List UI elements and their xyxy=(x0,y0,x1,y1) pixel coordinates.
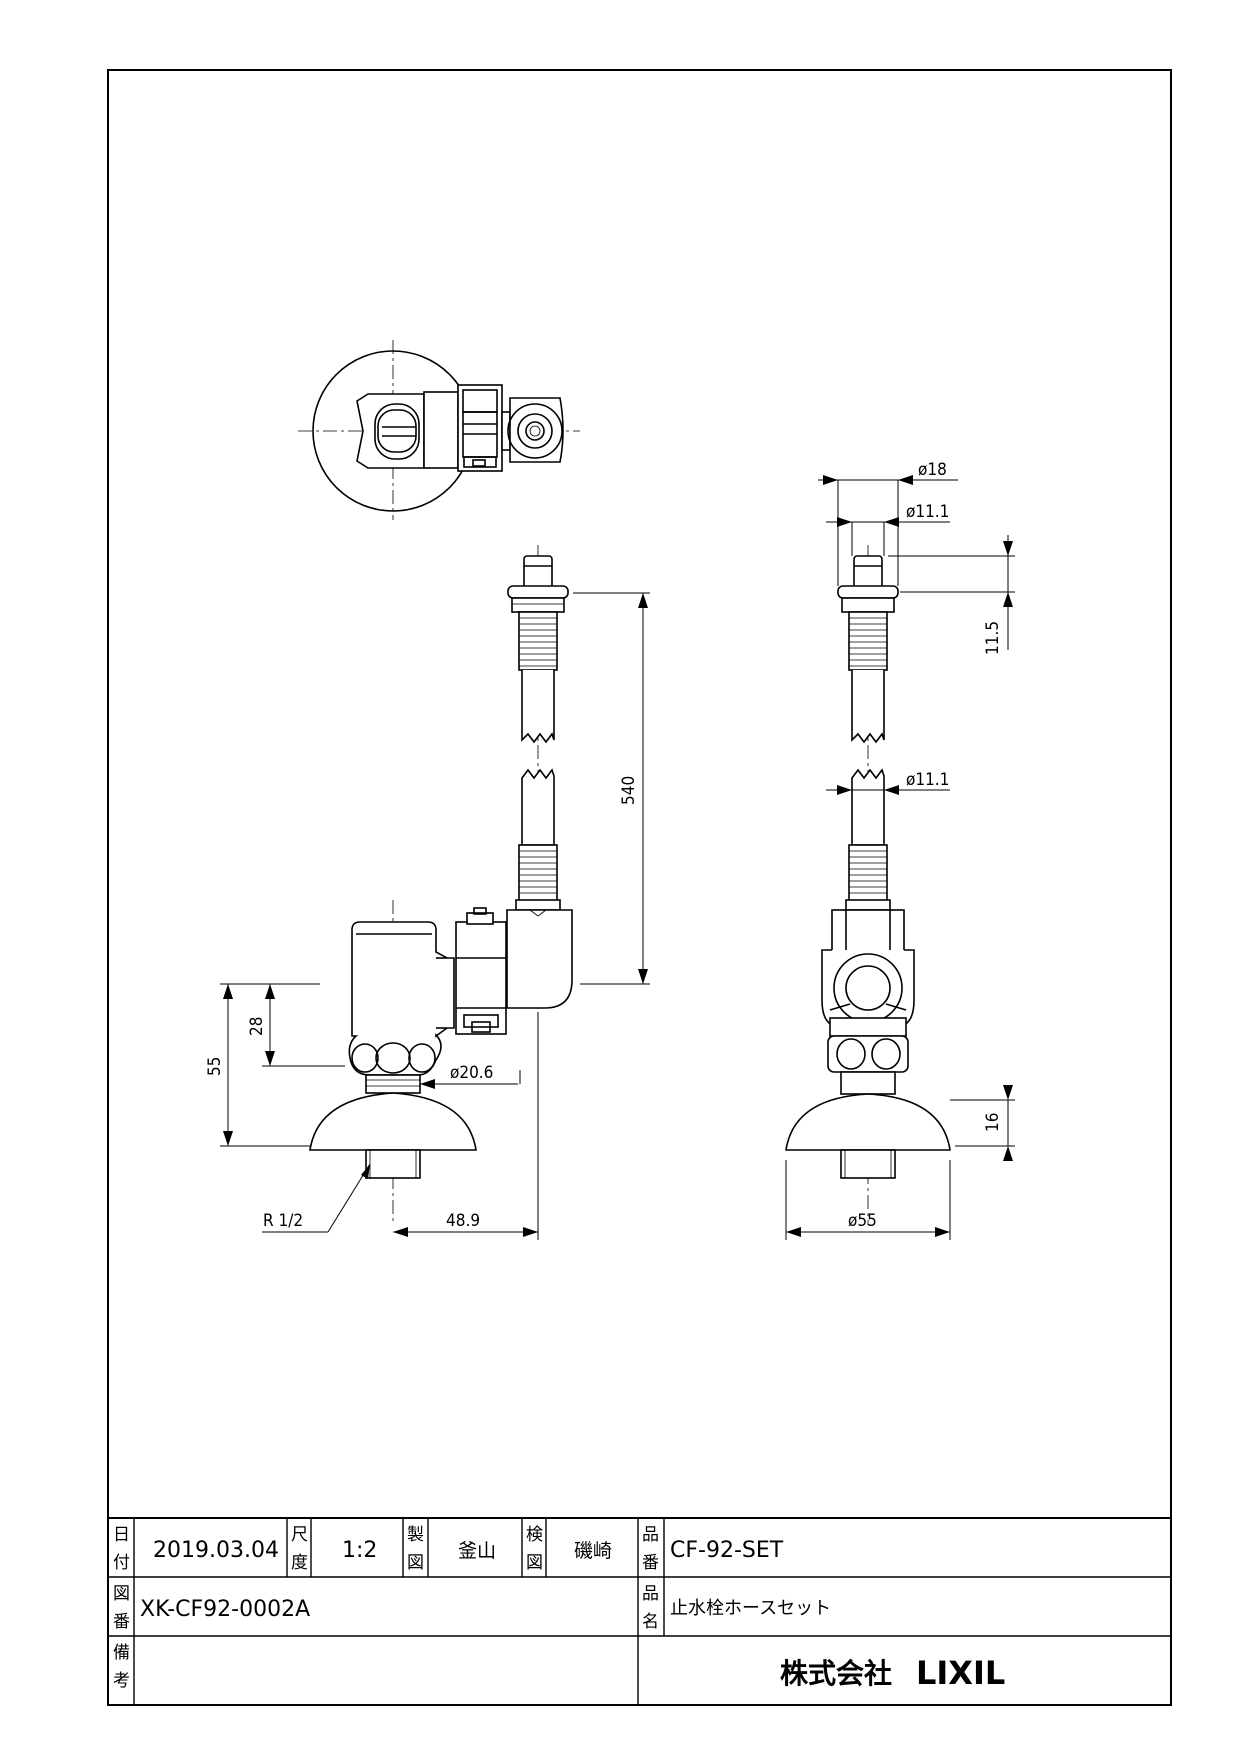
dim-16: 16 xyxy=(983,1113,1003,1132)
dim-55-height: 55 xyxy=(205,1057,225,1076)
title-block-text: 日 付 2019.03.04 尺 度 1:2 製 図 釜山 検 図 磯崎 品 番… xyxy=(113,1525,1005,1692)
label-part-no-1: 品 xyxy=(642,1525,659,1545)
side-view xyxy=(785,545,951,1225)
dim-diameter-20-6: ø20.6 xyxy=(450,1063,493,1083)
company-logo-lixil: LIXIL xyxy=(916,1654,1005,1692)
label-remarks-2: 考 xyxy=(113,1671,130,1691)
label-drawn-1: 製 xyxy=(407,1525,424,1545)
checked-by-value: 磯崎 xyxy=(574,1540,612,1562)
label-drawing-no-1: 図 xyxy=(113,1584,130,1604)
label-part-no-2: 番 xyxy=(642,1553,659,1573)
front-view xyxy=(309,545,573,1225)
label-date-1: 日 xyxy=(113,1525,130,1545)
top-view xyxy=(298,340,580,520)
label-scale-1: 尺 xyxy=(291,1525,308,1545)
label-drawn-2: 図 xyxy=(407,1553,424,1573)
label-product-name-2: 名 xyxy=(642,1612,659,1632)
dim-48-9: 48.9 xyxy=(446,1211,480,1231)
label-remarks-1: 備 xyxy=(113,1643,130,1663)
dim-r-1-2: R 1/2 xyxy=(263,1211,303,1231)
dim-diameter-18: ø18 xyxy=(918,460,947,480)
dim-11-5: 11.5 xyxy=(983,621,1003,655)
dimension-arrows xyxy=(223,475,1013,1237)
label-scale-2: 度 xyxy=(291,1553,308,1573)
label-drawing-no-2: 番 xyxy=(113,1612,130,1632)
dim-diameter-11-1-mid: ø11.1 xyxy=(906,770,949,790)
drawing-frame xyxy=(107,69,1172,1706)
label-checked-2: 図 xyxy=(526,1553,543,1573)
label-product-name-1: 品 xyxy=(642,1584,659,1604)
drawing-no-value: XK-CF92-0002A xyxy=(140,1597,310,1622)
drawn-by-value: 釜山 xyxy=(458,1540,496,1562)
scale-value: 1:2 xyxy=(342,1538,377,1563)
part-no-value: CF-92-SET xyxy=(670,1538,784,1563)
dim-diameter-11-1-top: ø11.1 xyxy=(906,502,949,522)
dim-diameter-55: ø55 xyxy=(848,1211,877,1231)
title-block xyxy=(108,1517,1171,1705)
product-name-value: 止水栓ホースセット xyxy=(670,1598,831,1619)
dimension-labels: ø18 ø11.1 11.5 540 ø11.1 28 55 ø20.6 16 … xyxy=(205,460,1003,1231)
date-value: 2019.03.04 xyxy=(153,1538,279,1563)
label-date-2: 付 xyxy=(113,1553,130,1573)
company-name-jp: 株式会社 xyxy=(780,1657,892,1690)
label-checked-1: 検 xyxy=(526,1525,543,1545)
dim-540: 540 xyxy=(619,776,639,805)
dim-28: 28 xyxy=(247,1017,267,1036)
